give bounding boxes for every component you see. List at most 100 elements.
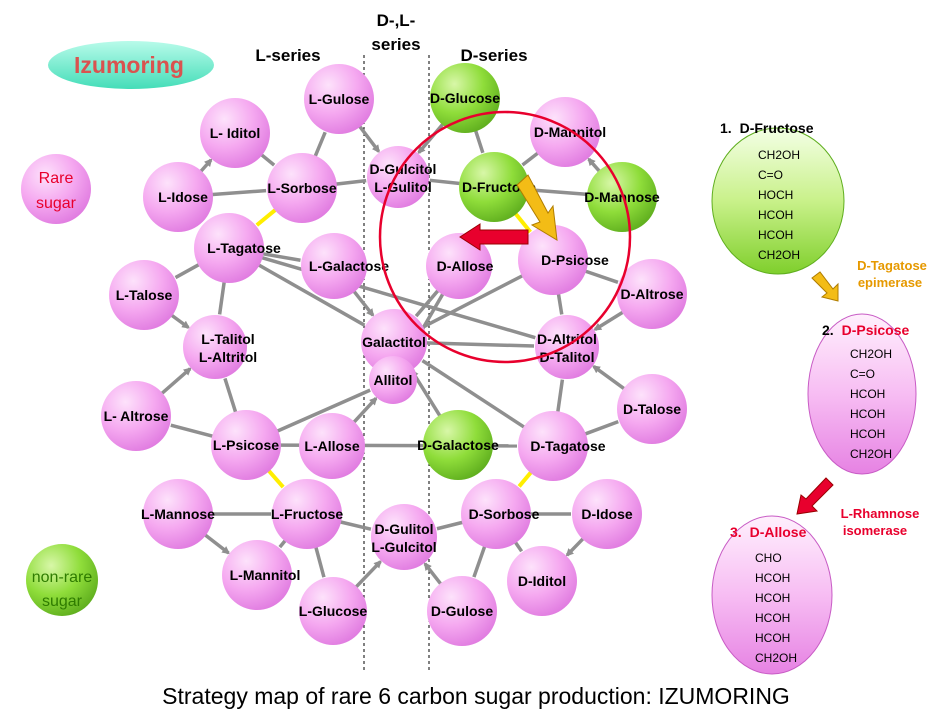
node-circle: [109, 260, 179, 330]
edge-d-idose-to-d-iditol: [565, 536, 586, 557]
edge-d-psicose-to-d-altritol: [556, 292, 564, 315]
svg-text:3. D-Allose: 3. D-Allose: [730, 524, 807, 540]
node-label: L-Talose: [116, 287, 173, 303]
node-label: L-Idose: [158, 189, 208, 205]
node-circle: [299, 413, 365, 479]
edge-d-gulose-to-d-gulitol: [423, 562, 444, 587]
node-circle: [530, 97, 600, 167]
edge-d-mannitol-to-d-fructose: [521, 150, 540, 167]
formula-line: HCOH: [850, 407, 885, 421]
node-circle: [572, 479, 642, 549]
node-d-talose: D-Talose: [617, 374, 687, 444]
node-d-fructose: D-Fructose: [459, 152, 536, 222]
formula-line: HOCH: [758, 188, 793, 202]
formula-line: HCOH: [755, 571, 790, 585]
dl-series-heading-line2: series: [371, 35, 420, 54]
l-series-heading: L-series: [255, 46, 320, 65]
node-l-talose: L-Talose: [109, 260, 179, 330]
edge-l-sorbose-to-l-tagatose: [255, 207, 278, 227]
structure-1-number: 1.: [720, 120, 732, 136]
formula-line: CH2OH: [755, 651, 797, 665]
node-d-psicose: D-Psicose: [518, 225, 609, 295]
node-d-mannose: D-Mannose: [584, 162, 660, 232]
node-circle: [459, 152, 529, 222]
legend-rare-line1: Rare: [39, 170, 74, 187]
node-label: L-Talitol: [201, 331, 254, 347]
edge-l-psicose-to-l-fructose: [266, 468, 285, 489]
edge-d-altrose-to-d-altritol: [593, 309, 625, 332]
edge-d-tagatose-to-d-altritol: [555, 379, 565, 414]
node-circle: [299, 577, 367, 645]
node-label: L-Fructose: [271, 506, 344, 522]
formula-line: CHO: [755, 551, 782, 565]
edge-l-tagatose-to-l-galactose: [261, 251, 301, 262]
formula-line: CH2OH: [850, 347, 892, 361]
edge-l-fructose-to-l-glucose: [313, 545, 326, 578]
node-circle: [267, 153, 337, 223]
enzyme-2-line2: isomerase: [843, 523, 907, 538]
highlight-circle: [378, 110, 632, 364]
node-l-altrose: L- Altrose: [101, 381, 171, 451]
edge-d-mannose-to-d-mannitol: [587, 157, 602, 174]
edge-galactitol-to-d-altritol: [424, 341, 535, 348]
node-label: D-Idose: [581, 506, 633, 522]
node-label: D-Talose: [623, 401, 681, 417]
legend-non-rare-sugar: non-rare sugar: [26, 544, 98, 616]
edge-l-iditol-to-l-sorbose: [259, 152, 276, 167]
structure-3-name: D-Allose: [750, 524, 807, 540]
node-circle: [301, 233, 367, 299]
node-d-idose: D-Idose: [572, 479, 642, 549]
izumoring-badge: Izumoring: [48, 41, 214, 89]
enzyme-1-line2: epimerase: [858, 275, 922, 290]
node-circle: [143, 479, 213, 549]
node-label: D-Allose: [437, 258, 494, 274]
legend-non-rare-line1: non-rare: [32, 569, 93, 586]
node-l-gulose: L-Gulose: [304, 64, 374, 134]
rhamnose-isomerase-arrow: [796, 477, 834, 515]
node-circle: [430, 63, 500, 133]
node-d-mannitol: D-Mannitol: [530, 97, 606, 167]
node-circle: [371, 504, 437, 570]
node-circle: [304, 64, 374, 134]
node-label: L-Galactose: [309, 258, 389, 274]
epimerase-arrow: [516, 174, 558, 241]
edge-l-tagatose-to-l-talitol: [217, 280, 227, 315]
structure-2-name: D-Psicose: [842, 322, 910, 338]
formula-line: HCOH: [758, 208, 793, 222]
node-circle: [587, 162, 657, 232]
node-circle: [211, 410, 281, 480]
node-label: D-Gulcitol: [370, 161, 437, 177]
tagatose-epimerase-arrow: [811, 271, 839, 302]
node-l-glucose: L-Glucose: [299, 577, 367, 645]
node-label: D-Mannitol: [534, 124, 606, 140]
node-label: D-Gulose: [431, 603, 493, 619]
edge-l-psicose-to-l-altrose: [170, 423, 215, 439]
node-l-idose: L-Idose: [143, 162, 213, 232]
edge-l-gulose-to-d-gulcitol: [357, 124, 381, 154]
node-label: L-Gulcitol: [371, 539, 436, 555]
edge-l-fructose-to-d-gulitol: [338, 519, 372, 531]
node-circle: [423, 410, 493, 480]
edge-d-glucose-to-d-gulcitol: [417, 122, 445, 155]
edge-d-tagatose-to-d-talose: [583, 419, 619, 437]
node-label: L-Sorbose: [267, 180, 336, 196]
edge-d-glucose-to-d-fructose: [473, 128, 485, 154]
node-label: L-Mannitol: [230, 567, 301, 583]
formula-line: C=O: [758, 168, 783, 182]
node-circle: [617, 259, 687, 329]
edge-l-allose-to-allitol: [351, 396, 378, 425]
node-l-fructose: L-Fructose: [271, 479, 344, 549]
isomerase-arrow: [459, 223, 529, 251]
node-circle: [535, 315, 599, 379]
formula-line: HCOH: [755, 591, 790, 605]
edge-d-fructose-to-d-gulcitol: [429, 178, 462, 186]
node-circle: [101, 381, 171, 451]
node-label: D-Sorbose: [469, 506, 540, 522]
node-d-altrose: D-Altrose: [617, 259, 687, 329]
d-series-heading: D-series: [460, 46, 527, 65]
